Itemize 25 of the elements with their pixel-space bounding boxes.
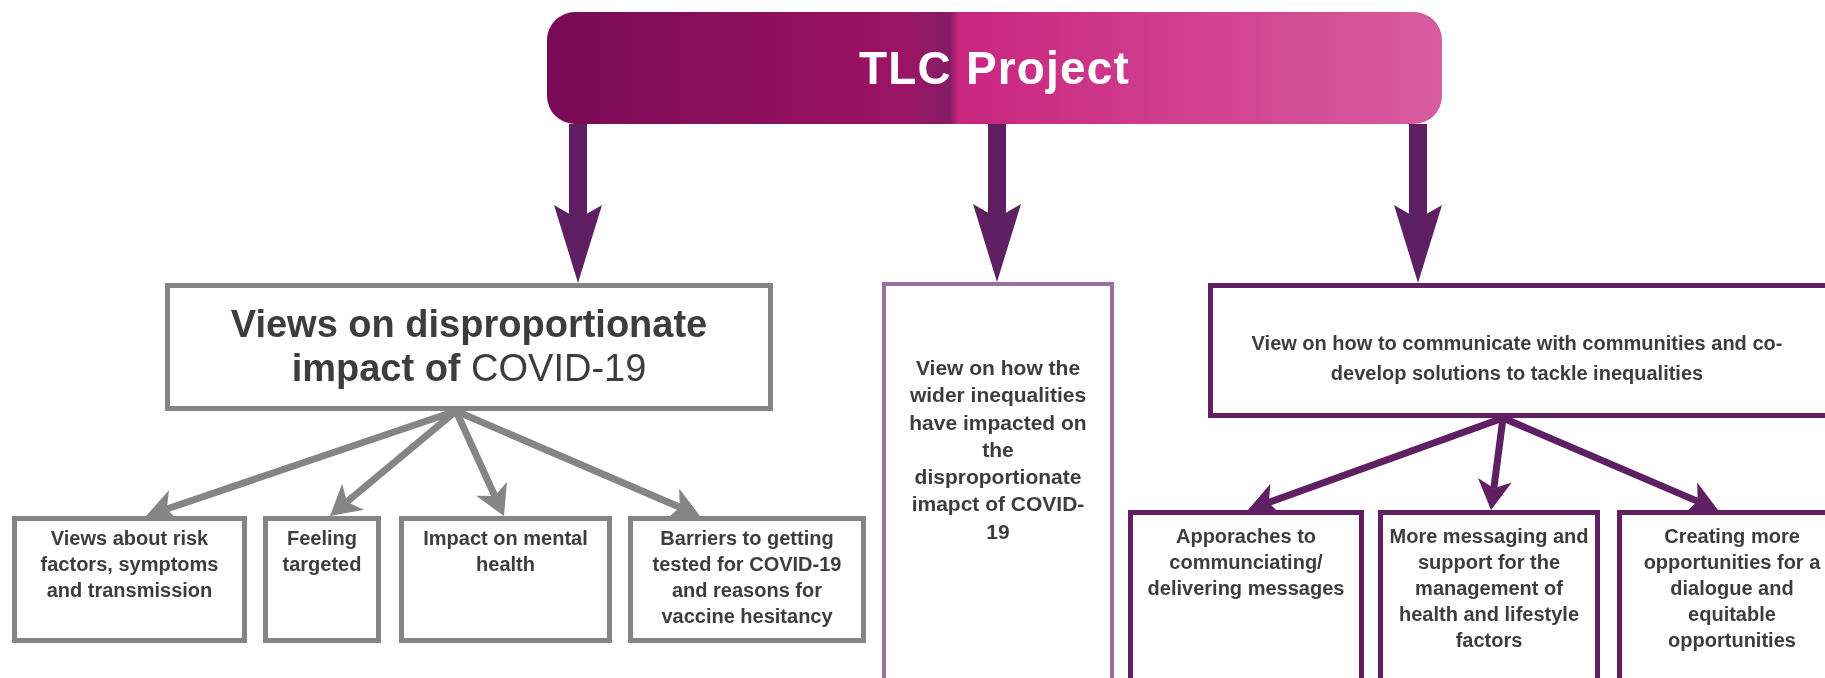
box-text: Apporaches to communciating/ delivering messages bbox=[1146, 524, 1346, 601]
box-text: Barriers to getting tested for COVID-19 and reasons for vaccine hesitancy bbox=[651, 526, 843, 629]
topic-box bbox=[1208, 283, 1825, 418]
subtopic-box bbox=[263, 516, 381, 643]
arrow bbox=[1394, 124, 1442, 283]
subtopic-box bbox=[1128, 510, 1364, 678]
topic-box bbox=[882, 282, 1114, 678]
title-text: TLC Project bbox=[859, 40, 1130, 96]
box-text: View on how the wider inequalities have impacted on the disproportionate imapct of COVID-19 bbox=[908, 355, 1088, 545]
topic-box bbox=[165, 283, 773, 411]
arrow bbox=[554, 124, 602, 283]
subtopic-box bbox=[399, 516, 612, 643]
title-banner bbox=[547, 12, 1442, 124]
box-text: Views about risk factors, symptoms and transmission bbox=[39, 526, 220, 603]
box-text: Views on disproportionate impact of COVID-19 bbox=[229, 303, 709, 391]
subtopic-box bbox=[1617, 510, 1825, 678]
box-text: Creating more opportunities for a dialogue and equitable opportunities bbox=[1642, 524, 1822, 653]
box-text: Impact on mental health bbox=[422, 526, 589, 577]
subtopic-box bbox=[628, 516, 866, 643]
box-text: Feeling targeted bbox=[281, 526, 363, 577]
arrow bbox=[973, 124, 1021, 282]
subtopic-box bbox=[1378, 510, 1600, 678]
box-text: View on how to communicate with communities and co-develop solutions to tackle inequalities bbox=[1250, 331, 1784, 386]
subtopic-box bbox=[12, 516, 247, 643]
box-text: More messaging and support for the management of health and lifestyle factors bbox=[1388, 524, 1590, 653]
